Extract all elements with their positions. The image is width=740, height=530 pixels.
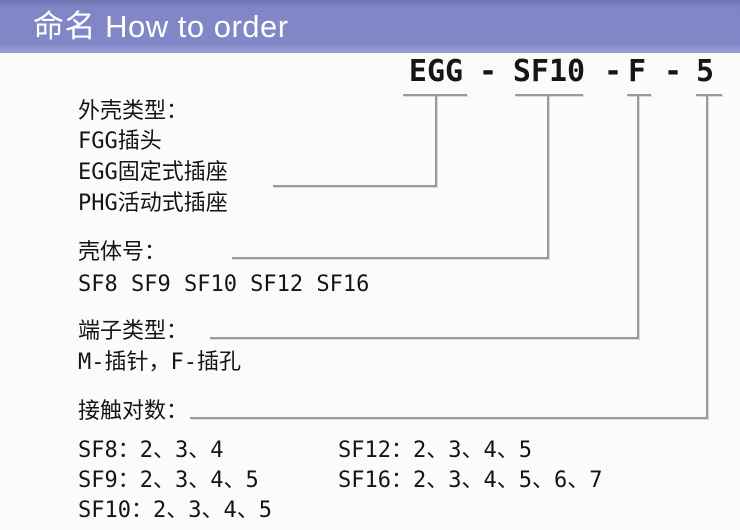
code-underline-contact-count: [696, 94, 722, 96]
leader-line-contact-count: [190, 95, 708, 419]
contact-pairs-row: SF8：2、3、4: [78, 438, 224, 463]
leader-line-terminal-type: [210, 95, 639, 339]
contact-pairs-row: SF10：2、3、4、5: [78, 498, 272, 523]
code-dash: -: [663, 54, 683, 89]
contact-pairs-label: 接触对数：: [78, 399, 189, 424]
contact-pairs-row: SF9：2、3、4、5: [78, 468, 259, 493]
shell-size-options: SF8 SF9 SF10 SF12 SF16: [78, 272, 370, 297]
shell-type-label: 外壳类型：: [78, 99, 189, 124]
shell-size-label: 壳体号：: [78, 240, 167, 265]
code-segment-shell-type: EGG: [408, 54, 464, 89]
code-dash: -: [478, 54, 498, 89]
shell-type-option: PHG活动式插座: [78, 191, 228, 216]
code-segment-shell-size: SF10: [512, 54, 586, 89]
terminal-type-label: 端子类型：: [78, 319, 189, 344]
shell-type-option: FGG插头: [78, 129, 162, 154]
section-header-bar: 命名 How to order: [0, 0, 740, 53]
shell-type-option: EGG固定式插座: [78, 160, 228, 185]
page-title: 命名 How to order: [33, 9, 289, 44]
contact-pairs-row: SF16：2、3、4、5、6、7: [338, 468, 603, 493]
leader-line-shell-type: [273, 95, 437, 187]
code-segment-contact-count: 5: [695, 54, 715, 89]
code-segment-terminal-type: F: [627, 54, 647, 89]
contact-pairs-row: SF12：2、3、4、5: [338, 438, 532, 463]
code-underline-terminal-type: [627, 94, 651, 96]
code-dash: -: [603, 54, 623, 89]
code-underline-shell-size: [515, 94, 583, 96]
leader-line-shell-size: [232, 95, 549, 259]
terminal-type-options: M-插针，F-插孔: [78, 350, 241, 375]
